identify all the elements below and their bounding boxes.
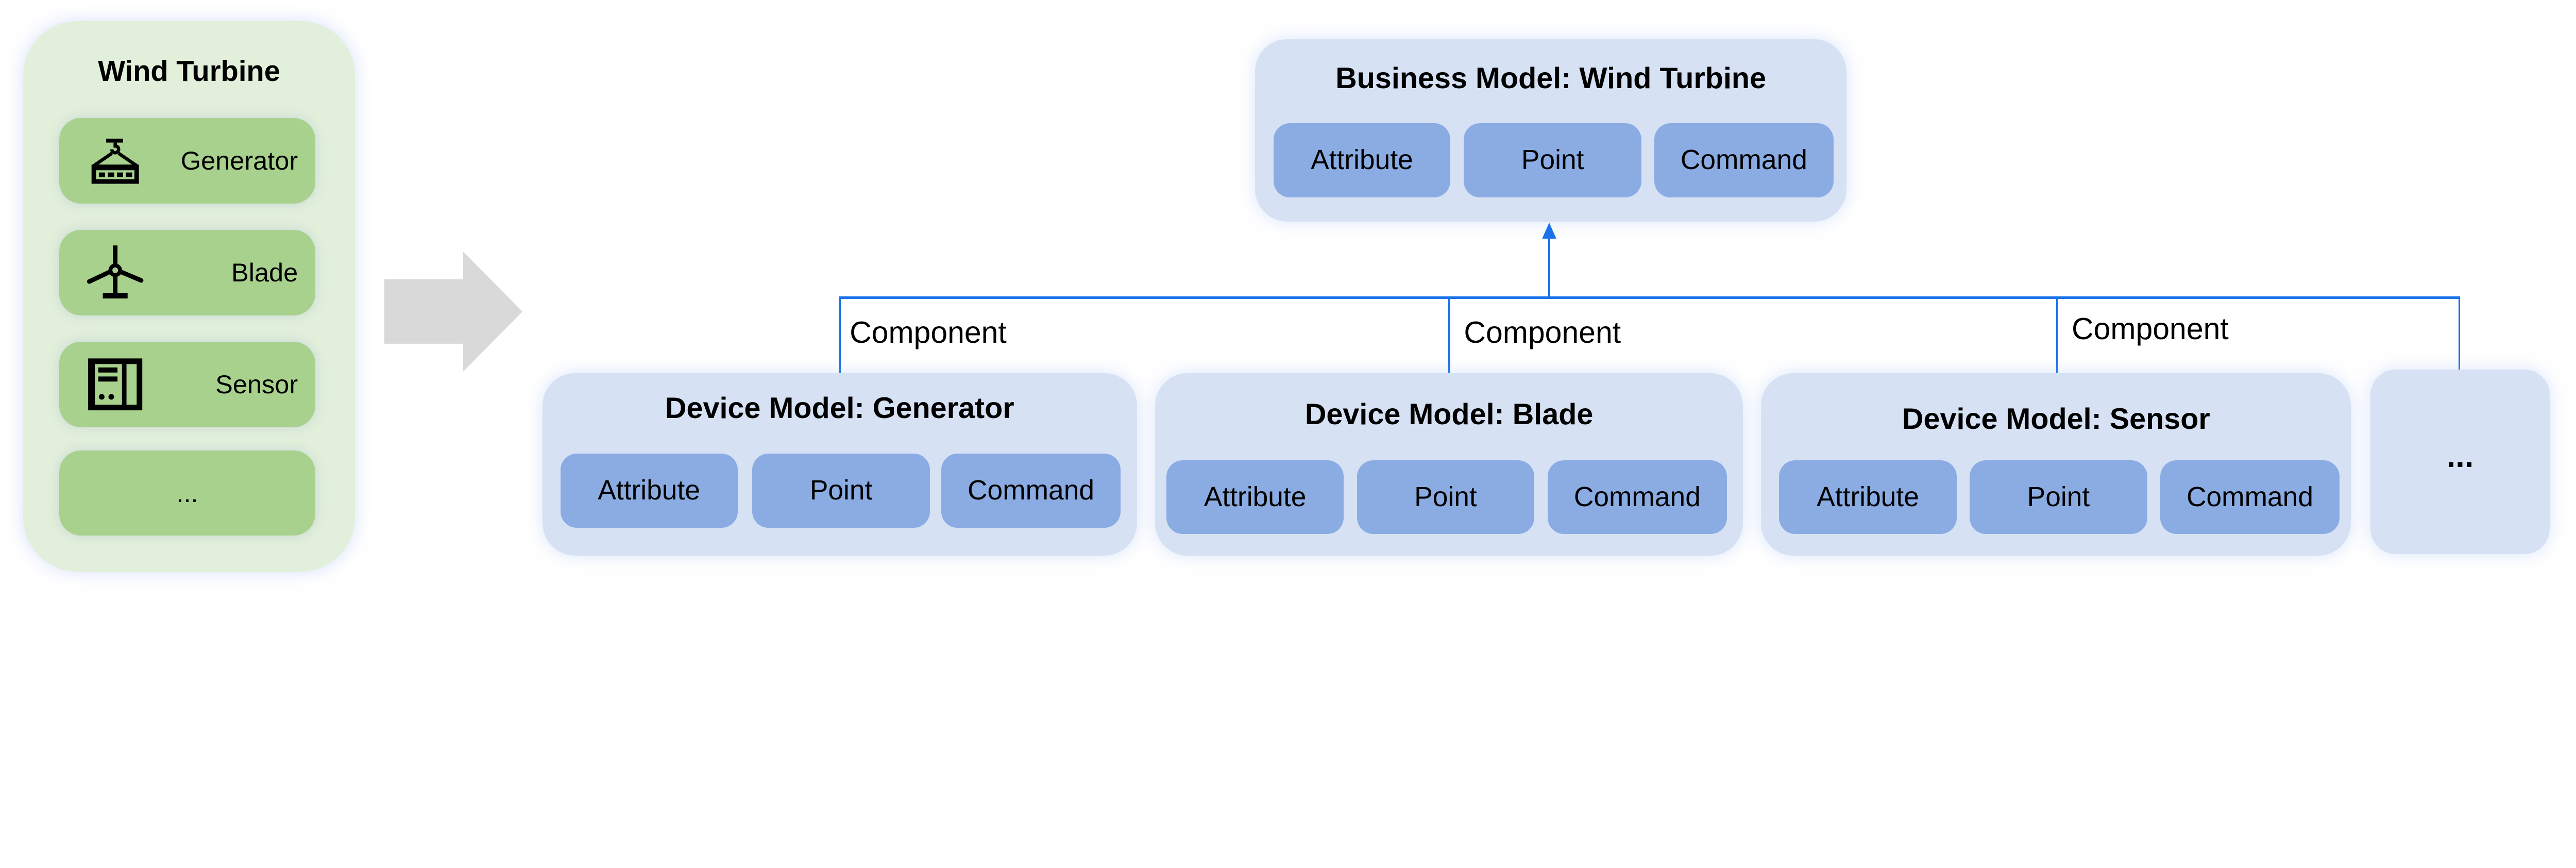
item-sensor: Sensor: [59, 342, 315, 427]
connector-sensor: [2056, 296, 2058, 374]
item-generator: Generator: [59, 118, 315, 204]
generator-point: Point: [752, 454, 930, 528]
item-label: Blade: [231, 258, 298, 288]
generator-attribute: Attribute: [560, 454, 738, 528]
more-device-models: ...: [2370, 370, 2550, 555]
blade-attribute: Attribute: [1166, 460, 1344, 535]
sensor-attribute: Attribute: [1779, 460, 1957, 535]
component-label: Component: [2072, 312, 2229, 346]
item-more: ...: [59, 450, 315, 536]
item-label: Generator: [180, 146, 298, 176]
item-label: Sensor: [215, 370, 298, 399]
connector-more: [2458, 296, 2461, 374]
wind-turbine-blade-icon: [87, 245, 144, 299]
device-model-title: Device Model: Generator: [665, 391, 1014, 425]
panel-title: Wind Turbine: [98, 55, 280, 88]
connector-blade: [1448, 296, 1450, 374]
transform-arrow-icon: [384, 251, 523, 372]
device-model-title: Device Model: Sensor: [1902, 402, 2210, 436]
blade-command: Command: [1548, 460, 1727, 535]
connector-horizontal: [839, 296, 2460, 299]
business-model-title: Business Model: Wind Turbine: [1335, 61, 1767, 95]
connector-up: [1548, 235, 1551, 297]
business-command: Command: [1654, 123, 1834, 198]
blade-point: Point: [1357, 460, 1535, 535]
sensor-panel-icon: [88, 358, 143, 411]
sensor-point: Point: [1970, 460, 2147, 535]
connector-generator: [839, 296, 841, 374]
component-label: Component: [850, 315, 1007, 349]
sensor-command: Command: [2160, 460, 2340, 535]
item-blade: Blade: [59, 230, 315, 315]
business-attribute: Attribute: [1273, 123, 1451, 198]
component-label: Component: [1464, 315, 1621, 349]
business-point: Point: [1464, 123, 1641, 198]
arrowhead-icon: [1541, 222, 1557, 239]
generator-command: Command: [941, 454, 1121, 528]
device-model-title: Device Model: Blade: [1304, 398, 1594, 431]
generator-icon: [91, 138, 139, 184]
